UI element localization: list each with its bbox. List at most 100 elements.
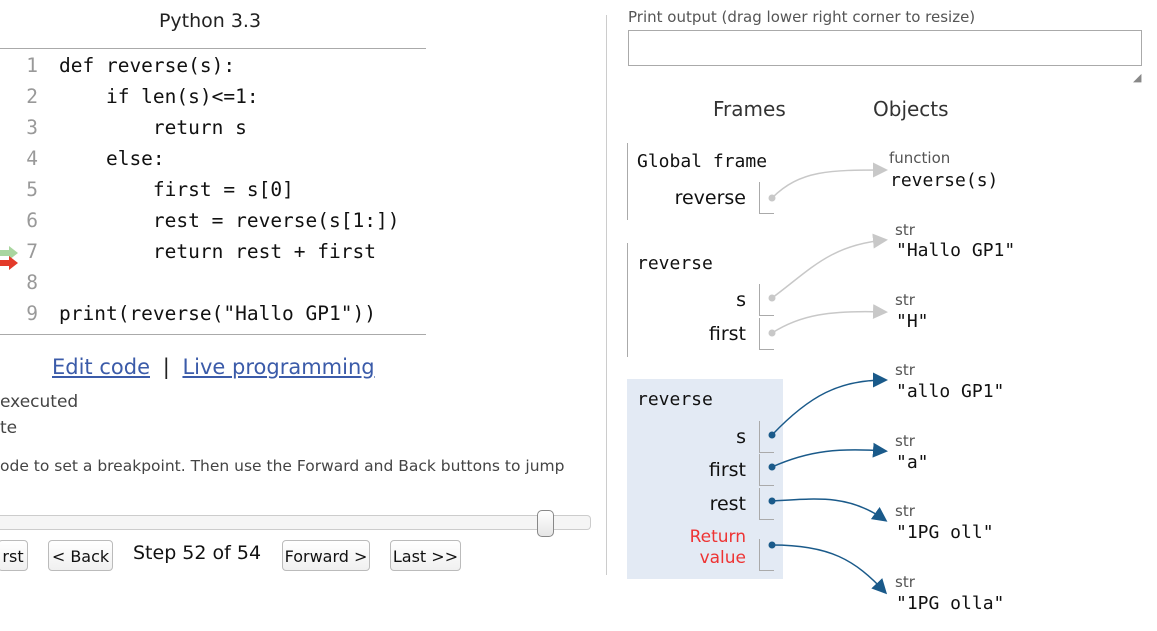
pointer-arrow [771, 372, 888, 436]
pointer-slot [759, 539, 774, 571]
pointer-dot [768, 497, 776, 505]
object-value: "H" [896, 311, 929, 332]
pointer-slot [759, 318, 774, 350]
pointer-dot [768, 541, 776, 549]
object-value: "allo GP1" [896, 381, 1005, 402]
pointer-arrow [771, 498, 888, 522]
line-number[interactable]: 3 [26, 116, 38, 139]
resize-handle-icon[interactable]: ◢ [1133, 71, 1142, 84]
code-line[interactable]: 3 return s [0, 116, 426, 147]
last-button[interactable]: Last >> [390, 540, 461, 571]
var-rest: rest [709, 493, 746, 515]
object-value: "Hallo GP1" [896, 240, 1016, 261]
code-line-current[interactable]: 7 return rest + first [0, 240, 426, 271]
code-text: else: [59, 147, 165, 170]
object-value: reverse(s) [890, 170, 999, 191]
edit-code-link[interactable]: Edit code [52, 355, 150, 379]
pointer-slot [759, 421, 774, 453]
breakpoint-hint: ode to set a breakpoint. Then use the Fo… [0, 457, 565, 475]
live-programming-link[interactable]: Live programming [182, 355, 375, 379]
prev-line-arrow-icon [0, 246, 18, 260]
forward-button[interactable]: Forward > [282, 540, 370, 571]
reverse-frame [627, 243, 778, 357]
next-line-arrow-icon [0, 256, 18, 270]
step-counter: Step 52 of 54 [133, 542, 262, 564]
link-separator: | [162, 355, 170, 379]
back-button[interactable]: < Back [48, 540, 113, 571]
pointer-dot [768, 294, 776, 302]
first-button[interactable]: rst [0, 540, 28, 571]
frames-header: Frames [713, 97, 786, 121]
code-line[interactable]: 2 if len(s)<=1: [0, 85, 426, 116]
code-top-border [0, 48, 426, 49]
var-first: first [708, 323, 746, 345]
pointer-arrow [771, 162, 888, 199]
return-label-line2: value [699, 548, 746, 568]
object-type: str [895, 291, 915, 309]
object-type: str [895, 361, 915, 379]
line-number[interactable]: 7 [26, 240, 38, 263]
pointer-arrow [771, 304, 888, 334]
code-text: print(reverse("Hallo GP1")) [59, 302, 376, 325]
object-value: "1PG oll" [896, 522, 994, 543]
language-label: Python 3.3 [158, 10, 262, 32]
pointer-dot [768, 194, 776, 202]
object-type: str [895, 221, 915, 239]
pointer-dot [768, 463, 776, 471]
code-text: rest = reverse(s[1:]) [59, 209, 400, 232]
pointer-slot [759, 284, 774, 316]
code-bottom-border [0, 334, 426, 335]
print-output-label: Print output (drag lower right corner to… [628, 8, 976, 26]
line-number[interactable]: 1 [26, 54, 38, 77]
return-label-line1: Return [689, 527, 746, 547]
print-output-box[interactable] [628, 30, 1142, 66]
pointer-arrow [771, 233, 888, 299]
pointer-dot [768, 329, 776, 337]
object-value: "1PG olla" [896, 593, 1005, 614]
code-line[interactable]: 8 [0, 271, 426, 302]
code-links: Edit code | Live programming [52, 355, 375, 379]
frame-name: reverse [637, 253, 713, 274]
frame-name: reverse [637, 389, 713, 410]
return-value-label: Return value [626, 527, 746, 569]
pointer-arrow [771, 442, 888, 468]
execution-arrows [0, 246, 18, 270]
line-number[interactable]: 9 [26, 302, 38, 325]
var-s: s [736, 426, 746, 448]
object-type: str [895, 502, 915, 520]
global-frame [627, 143, 778, 220]
line-number[interactable]: 2 [26, 85, 38, 108]
step-slider-track[interactable] [0, 515, 591, 530]
var-first: first [708, 459, 746, 481]
pointer-arrow [771, 544, 888, 595]
code-text: def reverse(s): [59, 54, 236, 77]
var-s: s [736, 289, 746, 311]
pointer-slot [759, 488, 774, 520]
panel-divider [606, 15, 607, 575]
legend-executed: executed [0, 392, 79, 412]
objects-header: Objects [873, 97, 949, 121]
object-type: str [895, 432, 915, 450]
line-number[interactable]: 5 [26, 178, 38, 201]
code-line[interactable]: 6 rest = reverse(s[1:]) [0, 209, 426, 240]
code-text: first = s[0] [59, 178, 294, 201]
code-text: if len(s)<=1: [59, 85, 259, 108]
object-type: function [889, 149, 951, 167]
code-line[interactable]: 9 print(reverse("Hallo GP1")) [0, 302, 426, 333]
pointer-slot [759, 454, 774, 486]
global-frame-name: Global frame [637, 151, 768, 172]
line-number[interactable]: 6 [26, 209, 38, 232]
code-line[interactable]: 1 def reverse(s): [0, 54, 426, 85]
legend-next: te [0, 418, 18, 438]
pointer-dot [768, 431, 776, 439]
line-number[interactable]: 8 [26, 271, 38, 294]
code-text: return s [59, 116, 247, 139]
pointer-slot [759, 182, 774, 214]
line-number[interactable]: 4 [26, 147, 38, 170]
step-slider-thumb[interactable] [537, 510, 554, 537]
code-text: return rest + first [59, 240, 376, 263]
reverse-frame-active [627, 379, 783, 579]
code-line[interactable]: 4 else: [0, 147, 426, 178]
code-line[interactable]: 5 first = s[0] [0, 178, 426, 209]
